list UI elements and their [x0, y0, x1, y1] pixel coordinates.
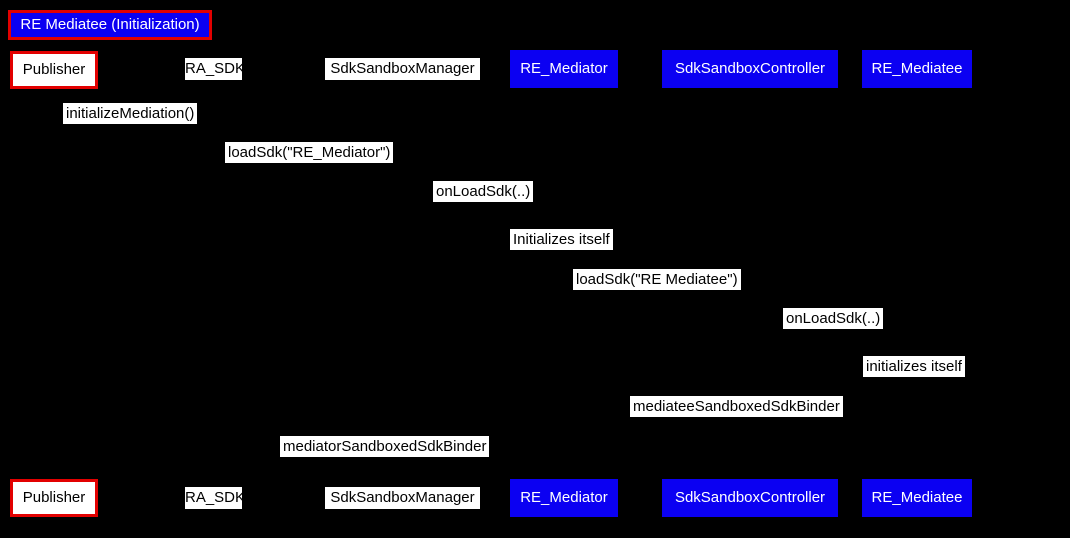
participant-top-ra-sdk: RA_SDK [185, 58, 245, 80]
participant-bottom-publisher: Publisher [10, 479, 98, 517]
participant-top-sdk-sandbox-manager: SdkSandboxManager [325, 58, 480, 80]
message-load-sdk-re-mediatee: loadSdk("RE Mediatee") [573, 269, 741, 290]
participant-top-re-mediatee: RE_Mediatee [862, 50, 972, 88]
participant-bottom-re-mediatee: RE_Mediatee [862, 479, 972, 517]
participant-bottom-sdk-sandbox-manager: SdkSandboxManager [325, 487, 480, 509]
participant-top-re-mediator: RE_Mediator [510, 50, 618, 88]
message-mediatee-sandboxed-sdk-binder: mediateeSandboxedSdkBinder [630, 396, 843, 417]
message-on-load-sdk-mediator: onLoadSdk(..) [433, 181, 534, 202]
message-mediator-sandboxed-sdk-binder: mediatorSandboxedSdkBinder [280, 436, 490, 457]
participant-top-sdk-sandbox-controller: SdkSandboxController [662, 50, 838, 88]
message-mediator-initializes-itself: Initializes itself [510, 229, 613, 250]
message-mediatee-initializes-itself: initializes itself [863, 356, 965, 377]
participant-bottom-sdk-sandbox-controller: SdkSandboxController [662, 479, 838, 517]
participant-top-publisher: Publisher [10, 51, 98, 89]
participant-bottom-ra-sdk: RA_SDK [185, 487, 245, 509]
diagram-title: RE Mediatee (Initialization) [8, 10, 212, 40]
participant-bottom-re-mediator: RE_Mediator [510, 479, 618, 517]
message-initialize-mediation: initializeMediation() [63, 103, 198, 124]
message-on-load-sdk-mediatee: onLoadSdk(..) [783, 308, 884, 329]
message-load-sdk-re-mediator: loadSdk("RE_Mediator") [225, 142, 394, 163]
